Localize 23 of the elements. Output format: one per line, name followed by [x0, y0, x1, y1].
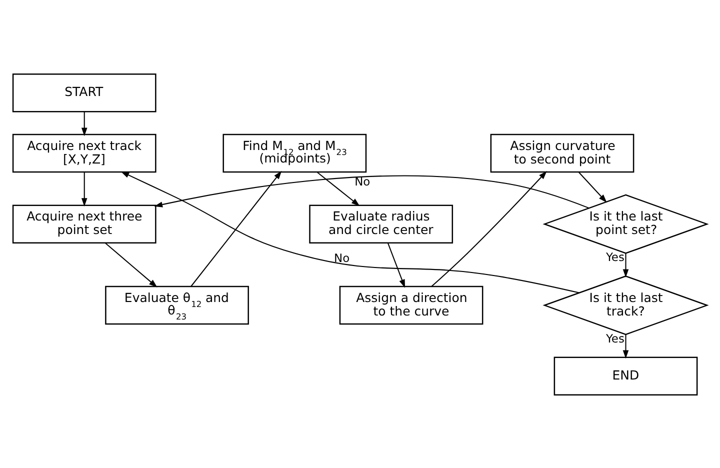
- arrow: [81, 172, 88, 206]
- node-box: Acquire next track [X,Y,Z]: [12, 133, 156, 172]
- node-box: Evaluate θ$_{12}$ and θ$_{23}$: [105, 285, 249, 324]
- arrow: [120, 170, 580, 293]
- arrow: [154, 174, 590, 208]
- node-diamond: Is it the last track?: [542, 274, 709, 335]
- node-box: Assign a direction to the curve: [339, 285, 484, 324]
- node-box: START: [12, 73, 156, 112]
- edge-label: No: [334, 250, 350, 264]
- edge-label: No: [354, 174, 370, 188]
- arrow: [387, 242, 406, 288]
- node-box: Evaluate radius and circle center: [309, 204, 454, 243]
- arrow: [105, 242, 158, 287]
- arrow: [578, 172, 607, 202]
- node-box: END: [554, 356, 698, 395]
- node-box: Acquire next three point set: [12, 204, 156, 243]
- arrow: [622, 252, 629, 278]
- arrow: [317, 171, 360, 206]
- arrow: [431, 170, 547, 286]
- arrow: [81, 111, 88, 136]
- arrow: [190, 170, 282, 286]
- arrow: [622, 334, 629, 358]
- node-box: Assign curvature to second point: [490, 133, 634, 172]
